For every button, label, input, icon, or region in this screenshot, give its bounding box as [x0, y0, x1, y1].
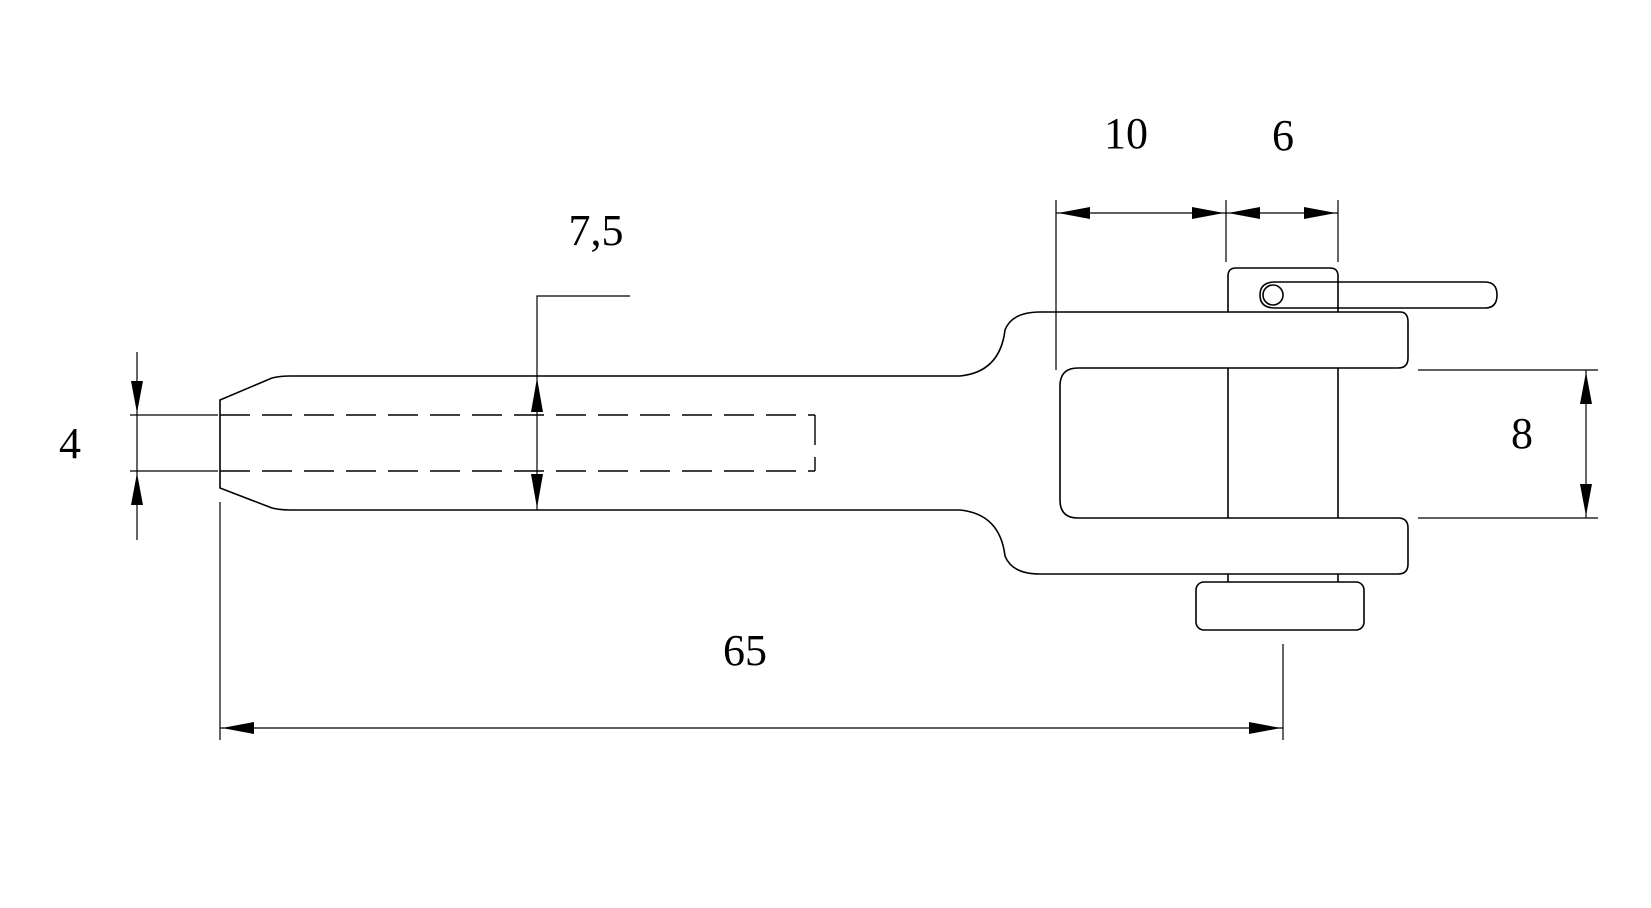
pin-shaft — [1227, 267, 1339, 312]
pin-head — [1195, 581, 1365, 631]
dimension-fork-length: 10 — [1055, 109, 1227, 370]
dimension-fork-gap: 8 — [1418, 369, 1598, 519]
bore-hidden-lines — [220, 414, 816, 472]
label-bore-diameter: 4 — [59, 419, 81, 468]
fork-terminal-outline — [219, 311, 1409, 575]
label-overall-length: 65 — [723, 626, 767, 675]
label-fork-length: 10 — [1104, 109, 1148, 158]
label-pin-width: 6 — [1272, 111, 1294, 160]
dimension-pin-width: 6 — [1226, 111, 1339, 262]
dimension-bore-diameter: 4 — [59, 352, 218, 540]
label-fork-gap: 8 — [1511, 409, 1533, 458]
clevis-pin — [1195, 267, 1365, 631]
retaining-clip — [1259, 281, 1498, 309]
dimension-shank-diameter: 7,5 — [531, 206, 630, 510]
shank-top-edge — [219, 311, 1409, 575]
dimension-overall-length: 65 — [219, 502, 1284, 740]
label-shank-diameter: 7,5 — [569, 206, 624, 255]
